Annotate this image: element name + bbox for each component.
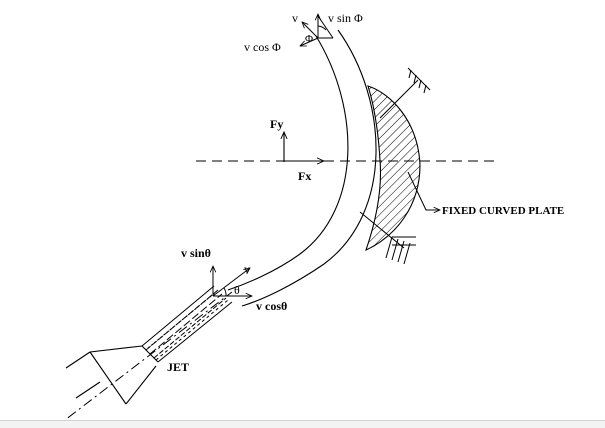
label-v-bottom: v xyxy=(244,262,250,276)
curved-plate-outer-arc xyxy=(241,29,377,307)
fixed-support-bottom xyxy=(359,211,416,265)
curved-plate-inner-arc xyxy=(227,35,349,291)
label-fixed-curved-plate: FIXED CURVED PLATE xyxy=(442,205,564,217)
jet-nozzle xyxy=(65,345,159,405)
jet-stream xyxy=(141,285,233,363)
fixed-support-top xyxy=(379,67,431,119)
label-v-sin-theta: v sinθ xyxy=(181,246,211,260)
plate-hatched-region xyxy=(365,85,421,252)
exit-velocity-triangle xyxy=(300,14,334,47)
plate-label-leader xyxy=(407,171,440,210)
label-v-top: v xyxy=(292,11,298,25)
window-bottom-edge xyxy=(0,420,605,428)
label-v-cos-phi: v cos Φ xyxy=(244,40,281,54)
label-jet: JET xyxy=(167,360,189,374)
label-fx: Fx xyxy=(298,169,311,183)
label-theta: θ xyxy=(234,283,240,297)
inlet-velocity-triangle xyxy=(213,266,252,296)
label-phi: Φ xyxy=(305,33,313,45)
label-fy: Fy xyxy=(270,117,283,131)
jet-axis xyxy=(55,291,233,427)
label-v-cos-theta: v cosθ xyxy=(256,299,287,313)
label-v-sin-phi: v sin Φ xyxy=(328,11,363,25)
